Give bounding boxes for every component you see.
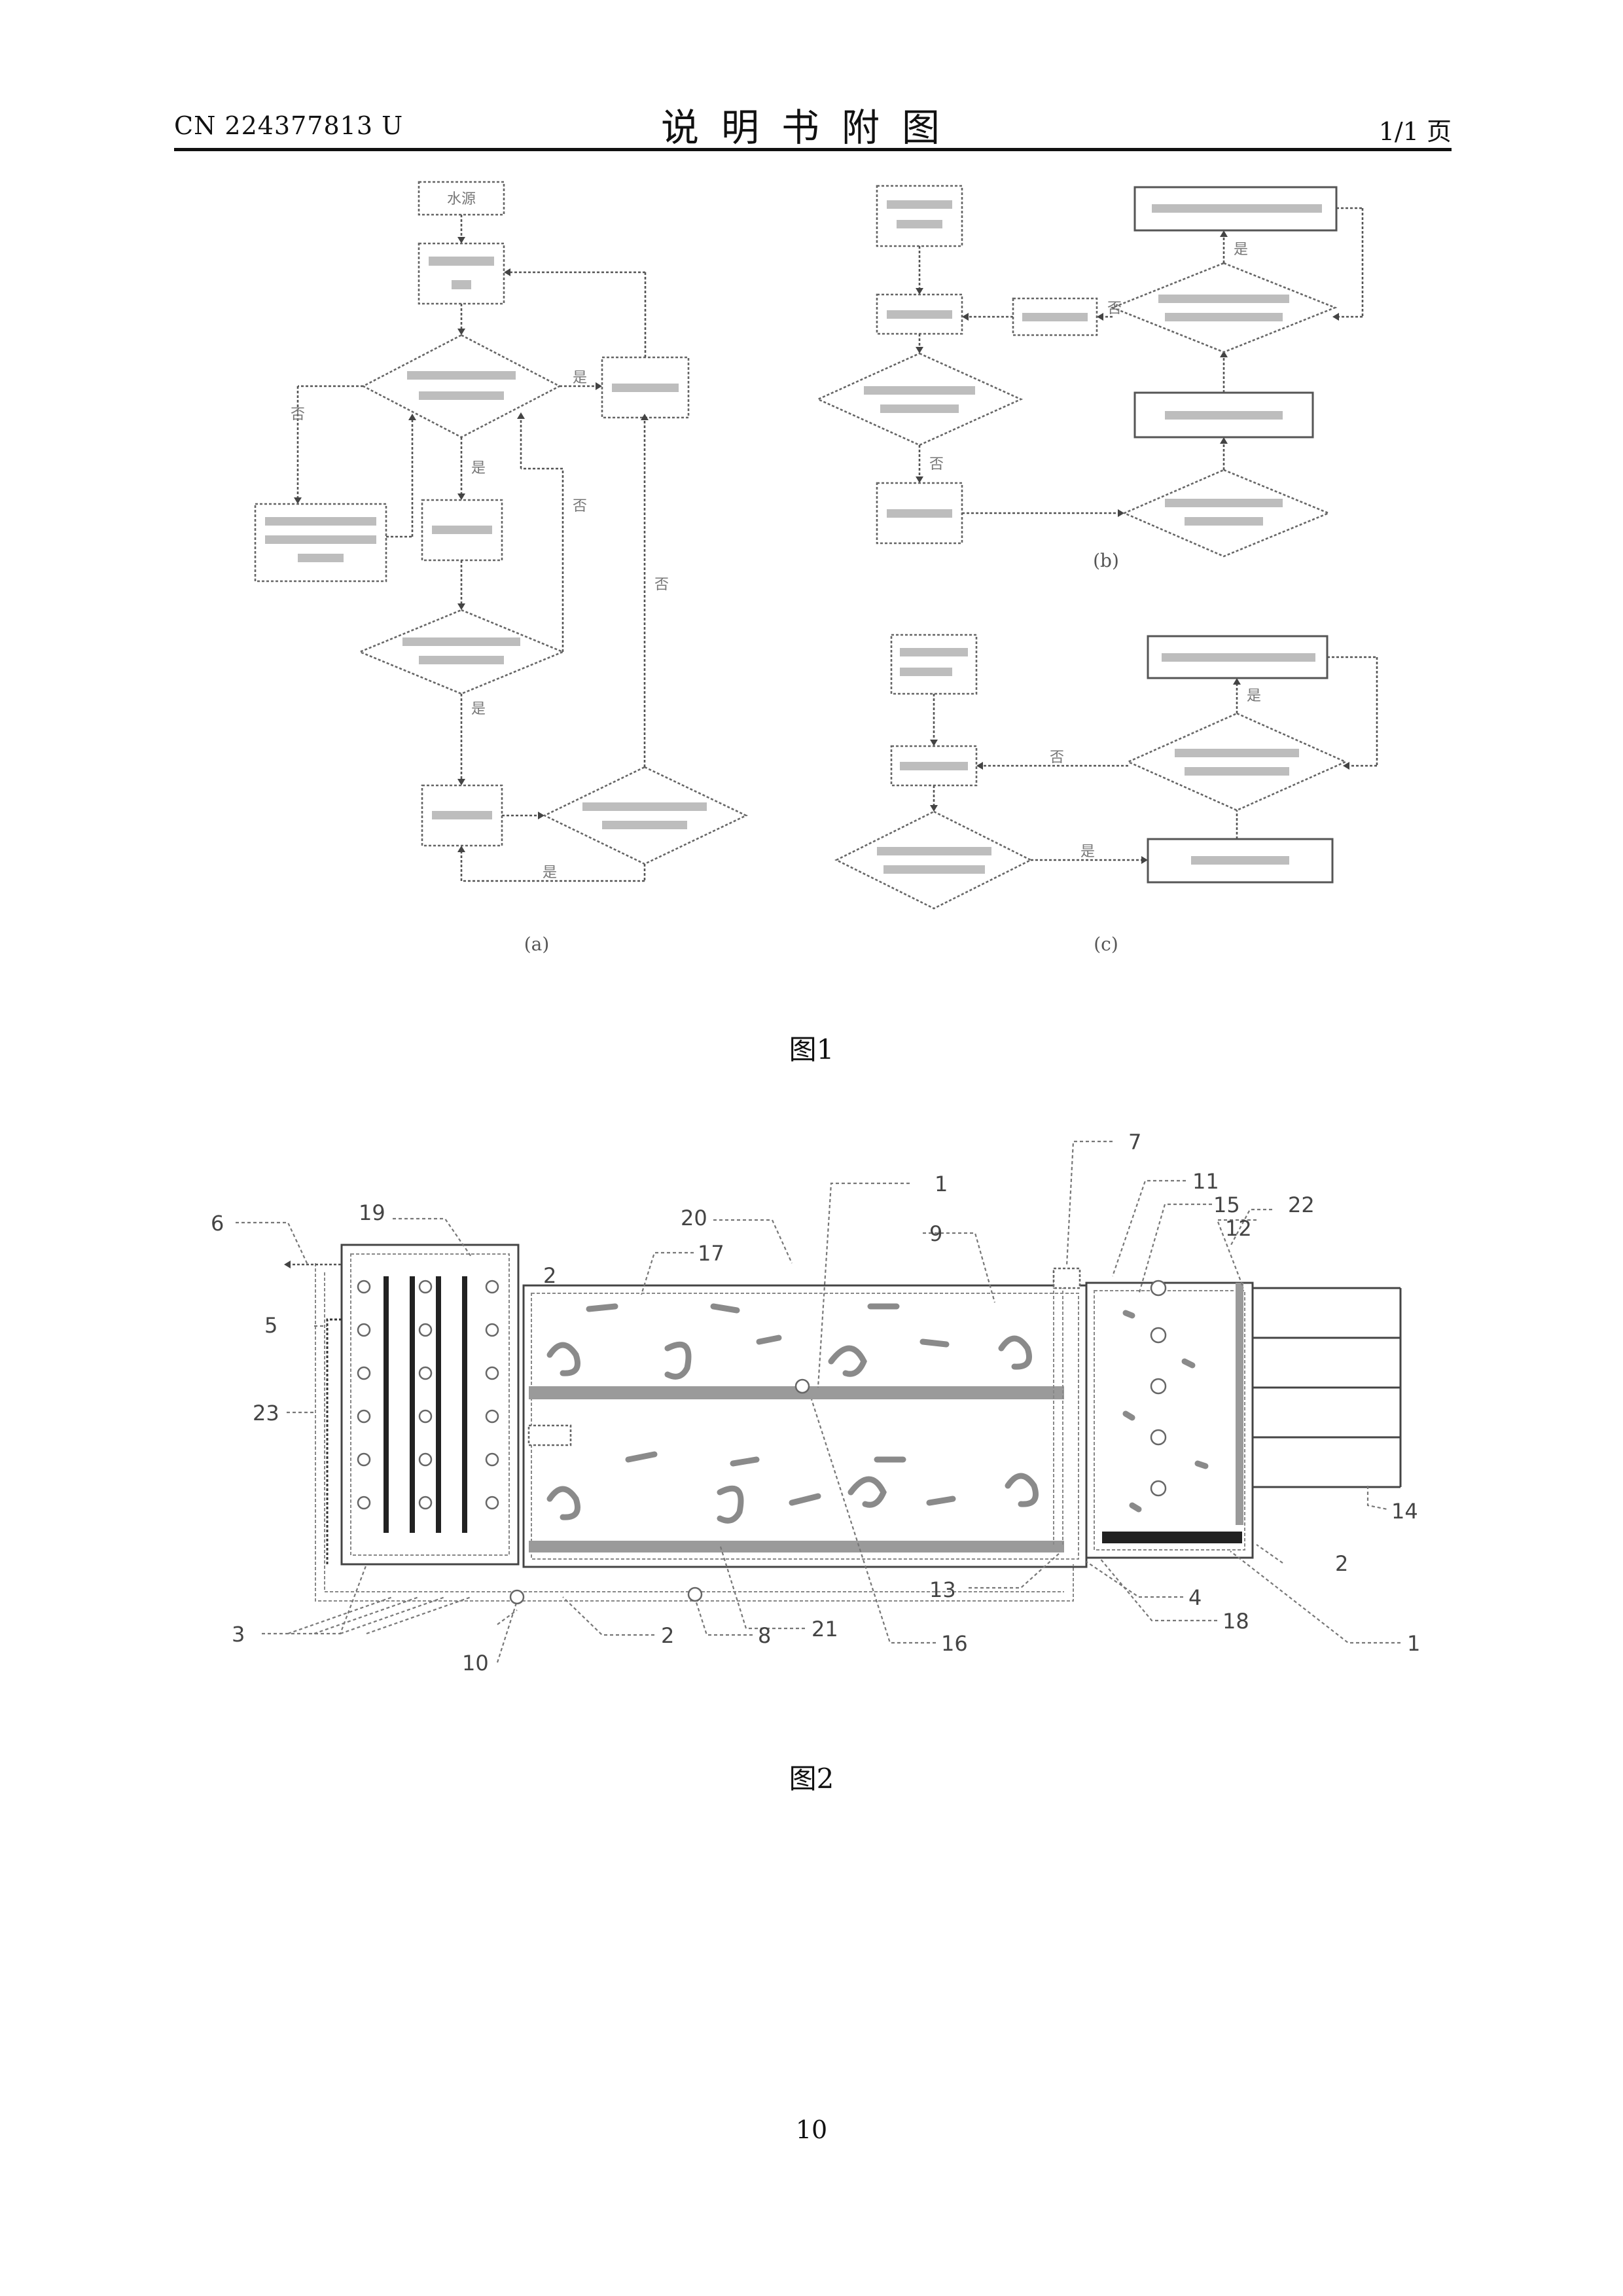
svg-text:21: 21 [812, 1617, 838, 1641]
svg-text:3: 3 [232, 1622, 245, 1647]
flowchart-b: 否 否 是 (b) [818, 186, 1363, 571]
svg-text:14: 14 [1391, 1499, 1418, 1524]
svg-text:5: 5 [264, 1313, 277, 1338]
svg-text:是: 是 [1247, 688, 1261, 704]
svg-text:4: 4 [1188, 1585, 1202, 1610]
svg-text:15: 15 [1213, 1193, 1240, 1217]
right-tank-bubbles [1151, 1281, 1166, 1496]
svg-text:2: 2 [543, 1263, 556, 1288]
svg-text:13: 13 [929, 1577, 956, 1602]
svg-text:6: 6 [211, 1211, 224, 1236]
figure-1-caption: 图1 [789, 1033, 834, 1066]
svg-text:19: 19 [359, 1200, 385, 1225]
svg-text:否: 否 [654, 577, 669, 593]
flowchart-a: 水源 是 否 是 [255, 182, 746, 955]
flow-a-decision-2 [360, 610, 563, 694]
svg-text:2: 2 [661, 1623, 674, 1648]
svg-text:18: 18 [1222, 1609, 1249, 1634]
svg-text:是: 是 [1234, 242, 1248, 258]
svg-text:20: 20 [681, 1206, 707, 1230]
svg-text:2: 2 [1335, 1551, 1348, 1576]
svg-text:12: 12 [1225, 1216, 1252, 1241]
svg-text:否: 否 [1050, 749, 1064, 766]
svg-text:否: 否 [291, 406, 305, 423]
svg-text:11: 11 [1192, 1169, 1219, 1194]
svg-text:22: 22 [1288, 1193, 1315, 1217]
flow-a-box-2 [419, 243, 504, 304]
flow-a-decision-3 [544, 767, 746, 864]
flowchart-c: 是 否 是 (c) [836, 635, 1377, 955]
svg-text:否: 否 [929, 456, 944, 473]
svg-text:17: 17 [698, 1241, 724, 1266]
svg-text:16: 16 [941, 1631, 968, 1656]
flow-a-decision-1 [363, 335, 560, 437]
svg-text:否: 否 [1107, 300, 1122, 317]
svg-text:是: 是 [1080, 844, 1095, 860]
subfigure-label-b: (b) [1093, 550, 1119, 571]
svg-text:是: 是 [471, 460, 486, 476]
svg-text:是: 是 [471, 701, 486, 717]
figure-2-caption: 图2 [789, 1763, 834, 1795]
svg-text:8: 8 [758, 1623, 771, 1648]
svg-text:1: 1 [935, 1172, 948, 1196]
svg-text:23: 23 [253, 1401, 279, 1426]
svg-text:是: 是 [573, 370, 587, 386]
svg-text:1: 1 [1407, 1631, 1420, 1656]
subfigure-label-c: (c) [1094, 933, 1118, 955]
svg-text:7: 7 [1128, 1130, 1141, 1155]
svg-text:10: 10 [462, 1651, 489, 1676]
svg-text:9: 9 [929, 1221, 942, 1246]
svg-text:是: 是 [543, 865, 557, 881]
subfigure-label-a: (a) [524, 933, 550, 955]
svg-text:否: 否 [573, 498, 587, 514]
flow-a-source-label: 水源 [447, 191, 476, 207]
uv-chamber-bubbles [358, 1281, 498, 1509]
page-number: 10 [0, 2115, 1623, 2144]
